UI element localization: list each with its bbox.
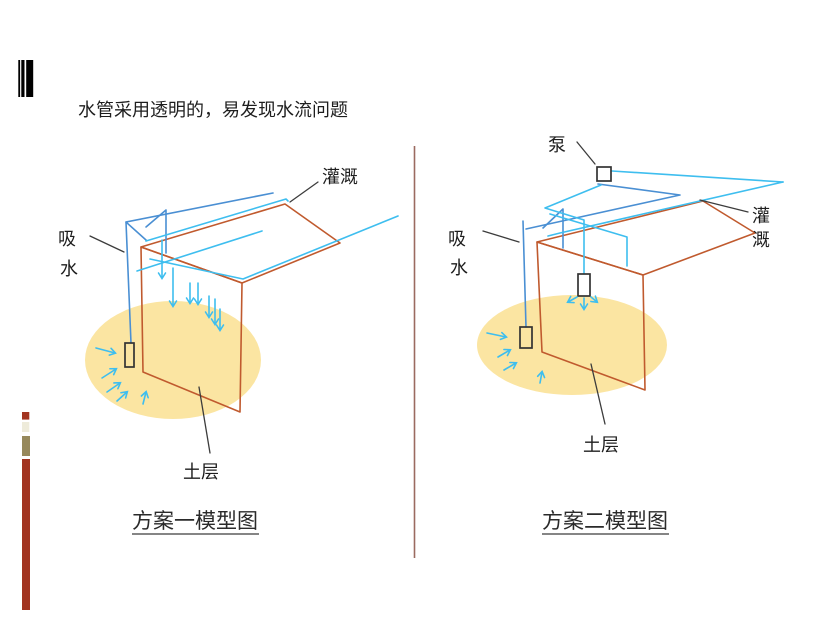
- scheme1-caption: 方案一模型图: [132, 509, 258, 533]
- soil-pointer: [198, 386, 211, 454]
- irrigation-label-char2: 溉: [752, 230, 770, 250]
- pump-label: 泵: [548, 135, 566, 155]
- soil-label: 土层: [583, 435, 619, 455]
- soil-zone-ellipse: [85, 301, 261, 419]
- scheme2-caption: 方案二模型图: [542, 509, 668, 533]
- left-accent-bars: [22, 412, 30, 610]
- pump-outlet-pipe: [611, 170, 784, 183]
- page-title: 水管采用透明的，易发现水流问题: [78, 100, 348, 120]
- suction-label-char1: 吸: [448, 229, 466, 249]
- scheme1-diagram: 灌溉 吸 水 土层 方案一模型图: [58, 167, 399, 535]
- drop-pipe: [542, 208, 564, 249]
- suction-label-char2: 水: [450, 258, 468, 278]
- soil-frame-top: [536, 200, 756, 276]
- emitter-box: [577, 273, 591, 297]
- barcode-logo-icon: [18, 60, 34, 97]
- soil-label: 土层: [183, 462, 219, 482]
- intake-box: [519, 326, 533, 349]
- drip-arrows: [157, 239, 225, 332]
- source-return-pipe: [547, 181, 784, 237]
- irrigation-label-char1: 灌: [752, 206, 770, 226]
- irrigation-pipe-upper: [145, 198, 289, 242]
- suction-arrows: [95, 347, 149, 405]
- pump-pointer: [576, 141, 596, 165]
- suction-pointer: [89, 235, 125, 253]
- irrigation-feed-pipe: [544, 184, 602, 274]
- suction-pipe: [522, 220, 527, 328]
- suction-label-char2: 水: [60, 259, 78, 279]
- soil-pointer: [590, 363, 606, 425]
- emitter-arrows: [566, 295, 599, 311]
- supply-pipe: [125, 192, 274, 223]
- soil-zone-ellipse: [477, 295, 667, 395]
- drop-pipe: [145, 209, 167, 254]
- suction-label-char1: 吸: [58, 229, 76, 249]
- suction-pointer: [482, 230, 520, 243]
- irrigation-pointer: [699, 199, 749, 213]
- irrigation-feed-pipe-2: [549, 213, 628, 267]
- soil-frame-top: [140, 203, 341, 284]
- soil-frame-panel: [536, 241, 646, 391]
- intake-box: [124, 342, 135, 368]
- irrigation-pointer: [289, 181, 319, 203]
- irrigation-label: 灌溉: [322, 167, 358, 187]
- pump-box: [596, 166, 612, 182]
- irrigation-pipe-return: [149, 215, 399, 280]
- scheme2-diagram: 泵 灌 溉 吸 水 土层 方案二模型图: [448, 135, 784, 535]
- suction-arrows: [486, 331, 546, 384]
- irrigation-pipe-mid: [136, 230, 263, 272]
